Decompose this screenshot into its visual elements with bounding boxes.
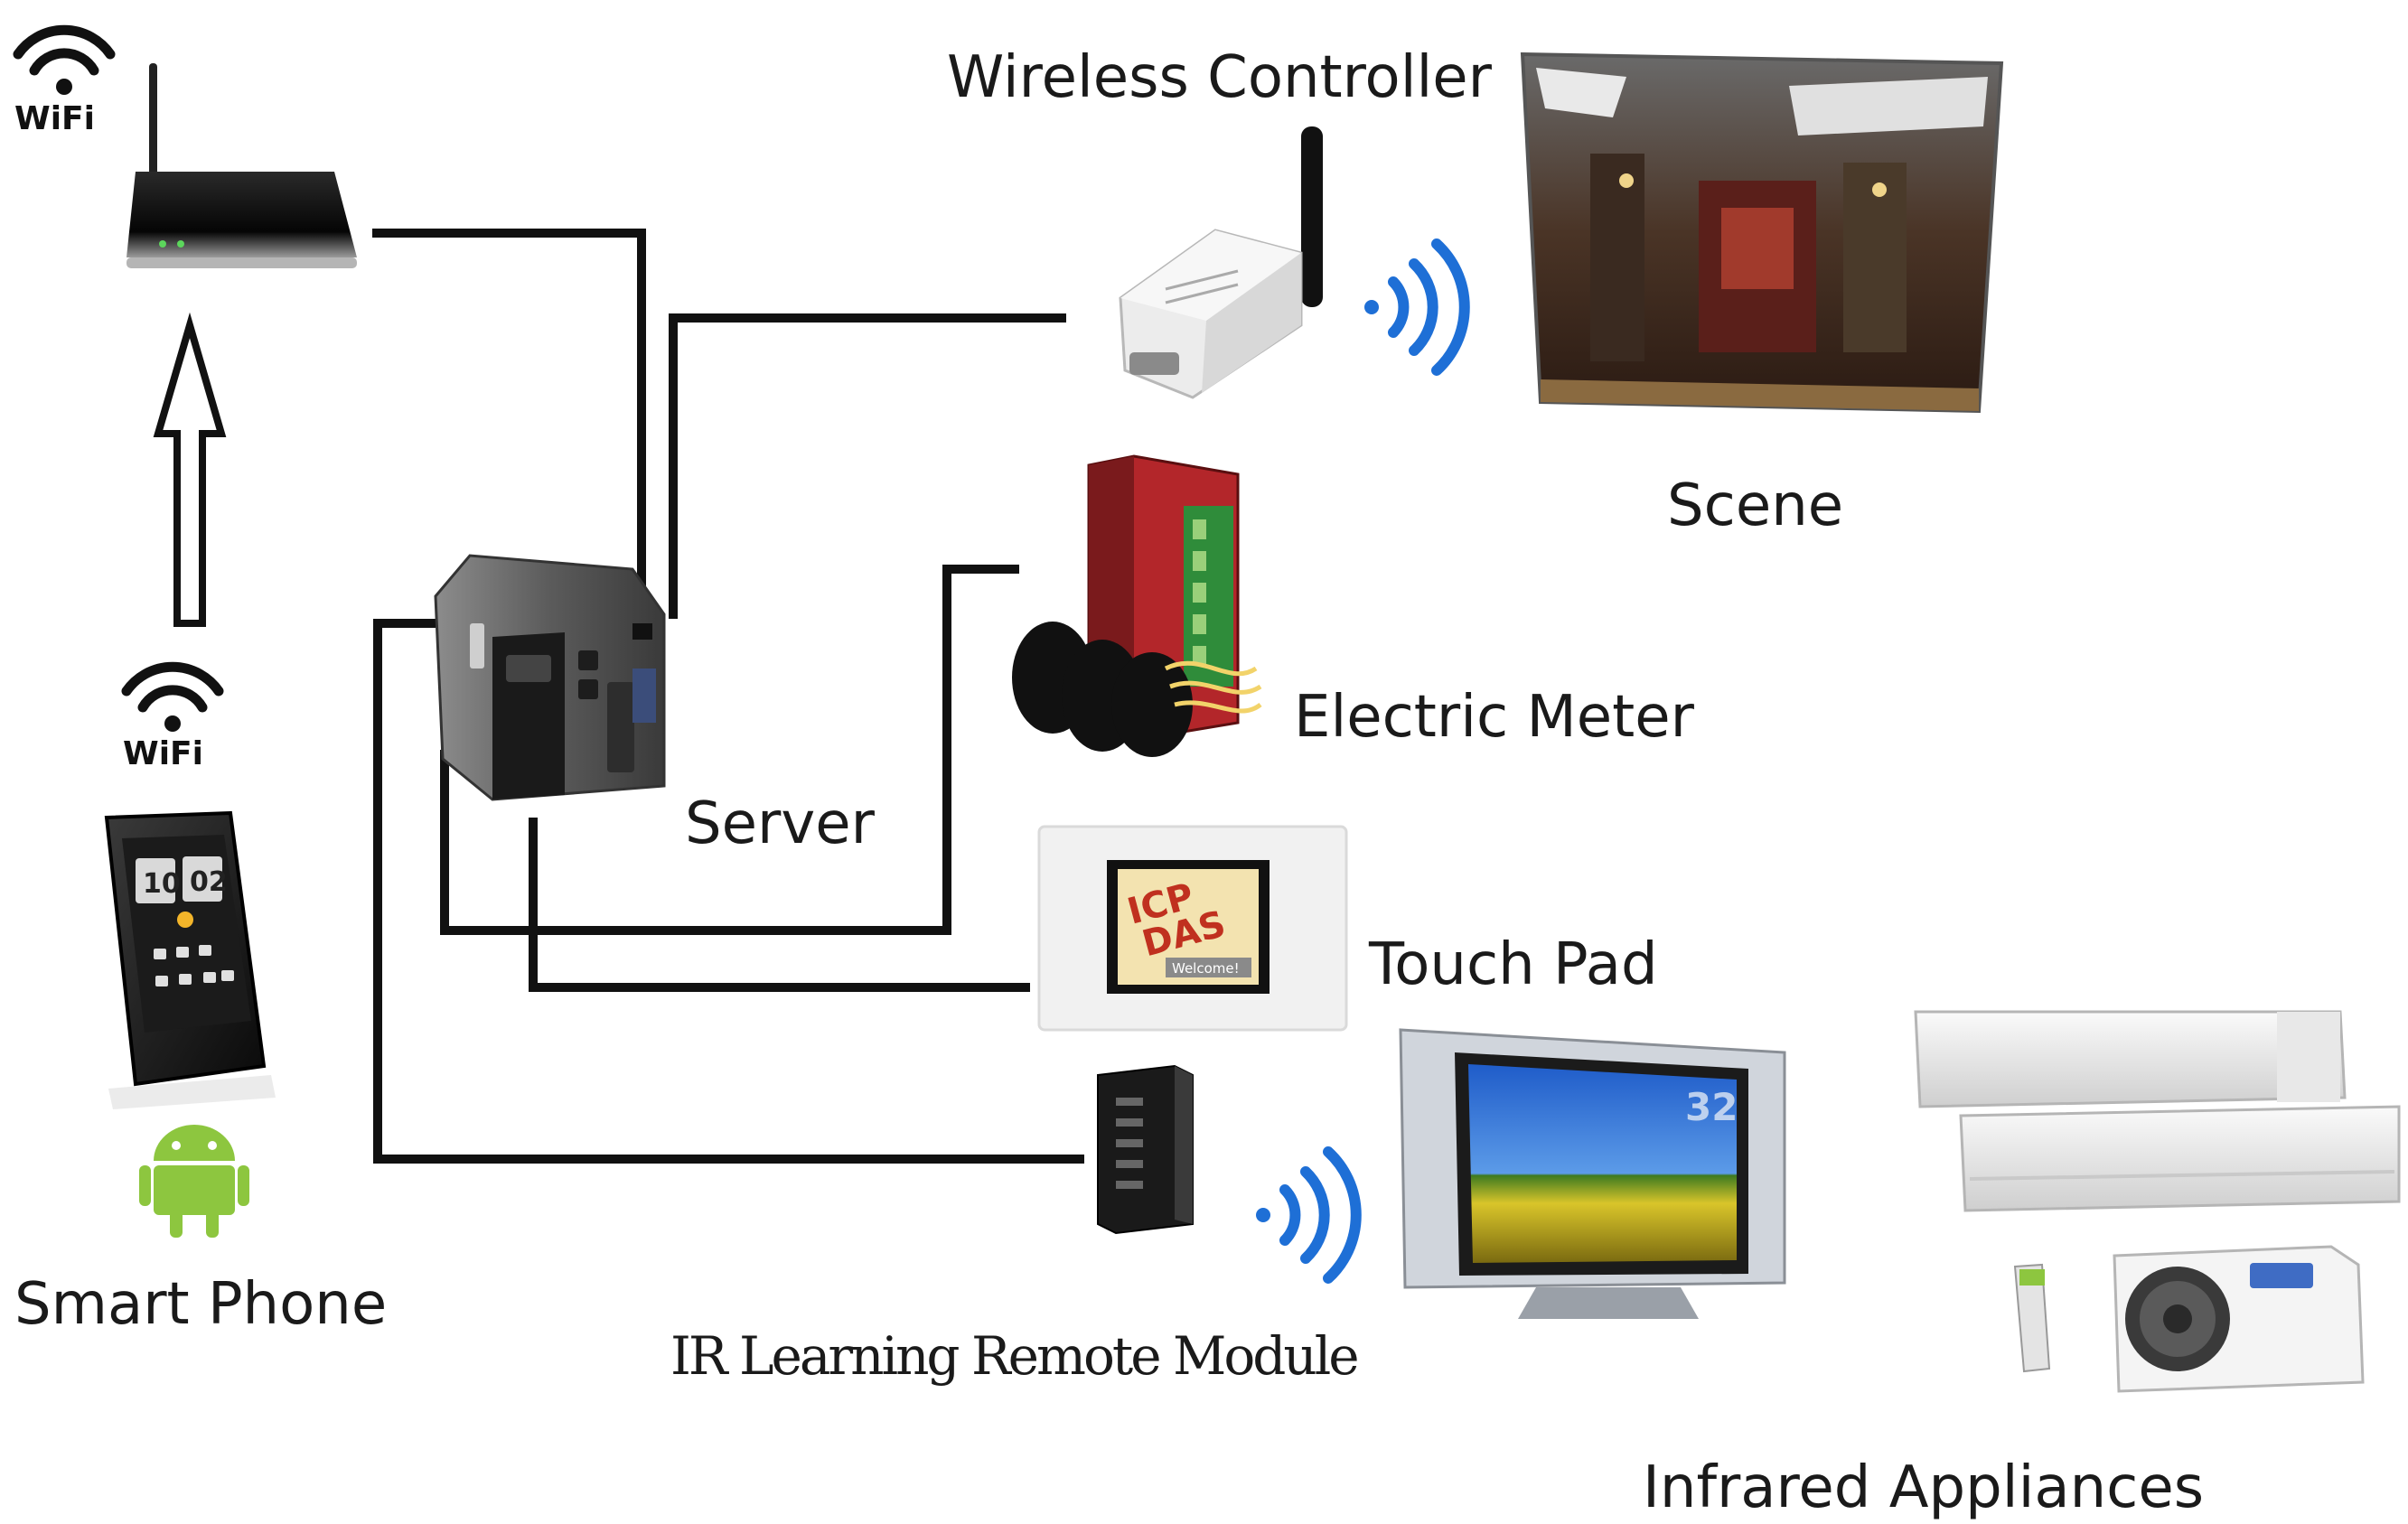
router-icon — [126, 63, 357, 268]
android-logo-icon — [139, 1125, 249, 1238]
touch-pad-welcome: Welcome! — [1172, 960, 1240, 977]
label-scene: Scene — [1667, 477, 1843, 535]
label-touch-pad: Touch Pad — [1369, 936, 1658, 994]
svg-text:02: 02 — [190, 866, 228, 898]
label-electric-meter: Electric Meter — [1294, 688, 1694, 746]
label-wireless-controller: Wireless Controller — [947, 49, 1492, 107]
touch-pad-icon: ICP DAS Welcome! — [1039, 827, 1346, 1030]
label-smart-phone: Smart Phone — [14, 1276, 387, 1333]
tv-channel: 32 — [1685, 1085, 1738, 1129]
signal-waves-ir-icon — [1256, 1152, 1356, 1278]
wifi-top-label: WiFi — [14, 103, 95, 136]
label-server: Server — [685, 795, 875, 853]
wifi-phone-icon — [126, 667, 219, 732]
upload-arrow-icon — [158, 325, 221, 623]
tv-icon: 32 — [1401, 1030, 1785, 1319]
svg-text:10: 10 — [143, 868, 181, 900]
line-server-to-wireless-controller — [673, 318, 1066, 619]
ir-module-icon — [1098, 1066, 1193, 1233]
smart-phone-icon: 10 02 — [107, 813, 276, 1109]
air-conditioner-icon — [1916, 1012, 2399, 1391]
wifi-phone-label: WiFi — [123, 738, 203, 771]
wireless-controller-icon — [1120, 126, 1323, 397]
label-infrared-appliances: Infrared Appliances — [1643, 1459, 2204, 1517]
electric-meter-icon — [1012, 456, 1260, 757]
wifi-top-icon — [18, 30, 110, 95]
signal-waves-controller-icon — [1364, 244, 1465, 370]
scene-picture — [1523, 54, 2001, 411]
server-icon — [436, 556, 664, 799]
label-ir-module: IR Learning Remote Module — [670, 1330, 1357, 1382]
